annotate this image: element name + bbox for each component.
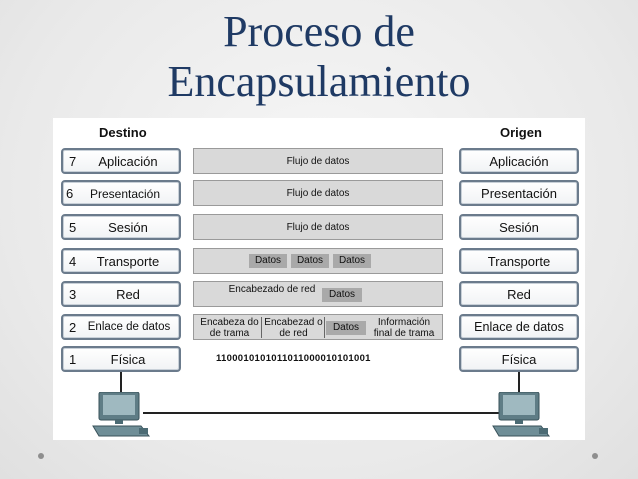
layer-label: Transporte bbox=[96, 254, 160, 269]
layer-label: Sesión bbox=[108, 220, 148, 235]
origin-layer-7: Aplicación bbox=[459, 148, 579, 174]
flow-label: Flujo de datos bbox=[286, 156, 350, 167]
destination-layer-4: 4 Transporte bbox=[61, 248, 181, 274]
osi-encapsulation-diagram: Destino Origen 7 Aplicación 6 Presentaci… bbox=[53, 118, 585, 440]
destination-layer-7: 7 Aplicación bbox=[61, 148, 181, 174]
frame-trailer: Información final de trama bbox=[373, 317, 435, 339]
layer-label: Física bbox=[501, 352, 537, 367]
session-data-flow: Flujo de datos bbox=[193, 214, 443, 240]
destination-layer-6: 6 Presentación bbox=[61, 180, 181, 206]
bit-stream: 1100010101011011000010101001 bbox=[216, 353, 371, 364]
segment-data: Datos bbox=[249, 254, 287, 268]
network-cable-line bbox=[143, 412, 503, 414]
network-packet-band: Encabezado de red Datos bbox=[193, 281, 443, 307]
slide-right-dot bbox=[592, 453, 598, 459]
layer-number: 5 bbox=[69, 220, 77, 235]
destination-layer-2: 2 Enlace de datos bbox=[61, 314, 181, 340]
origin-header: Origen bbox=[500, 125, 542, 140]
layer-label: Enlace de datos bbox=[87, 321, 171, 333]
origin-connector-line bbox=[518, 372, 520, 398]
layer-label: Sesión bbox=[499, 220, 539, 235]
layer-number: 3 bbox=[69, 287, 77, 302]
slide-title-line-2: Encapsulamiento bbox=[167, 57, 471, 106]
layer-label: Aplicación bbox=[98, 154, 158, 169]
segment-data: Datos bbox=[291, 254, 329, 268]
layer-number: 2 bbox=[69, 320, 77, 335]
frame-network-header: Encabezad o de red bbox=[263, 317, 325, 339]
layer-label: Presentación bbox=[481, 186, 557, 201]
destination-computer-icon bbox=[92, 392, 151, 437]
origin-layer-5: Sesión bbox=[459, 214, 579, 240]
frame-header: Encabeza do de trama bbox=[198, 317, 262, 339]
frame-band: Encabeza do de trama Encabezad o de red … bbox=[193, 314, 443, 340]
network-data: Datos bbox=[322, 288, 362, 302]
layer-number: 1 bbox=[69, 352, 77, 367]
origin-layer-3: Red bbox=[459, 281, 579, 307]
layer-number: 7 bbox=[69, 154, 77, 169]
transport-segments-band: Datos Datos Datos bbox=[193, 248, 443, 274]
destination-header: Destino bbox=[99, 125, 147, 140]
origin-layer-6: Presentación bbox=[459, 180, 579, 206]
layer-label: Red bbox=[116, 287, 140, 302]
destination-layer-5: 5 Sesión bbox=[61, 214, 181, 240]
destination-layer-3: 3 Red bbox=[61, 281, 181, 307]
destination-layer-1: 1 Física bbox=[61, 346, 181, 372]
layer-number: 4 bbox=[69, 254, 77, 269]
origin-layer-2: Enlace de datos bbox=[459, 314, 579, 340]
flow-label: Flujo de datos bbox=[286, 222, 350, 233]
layer-label: Presentación bbox=[89, 187, 161, 201]
slide-left-dot bbox=[38, 453, 44, 459]
origin-layer-4: Transporte bbox=[459, 248, 579, 274]
flow-label: Flujo de datos bbox=[286, 188, 350, 199]
app-data-flow: Flujo de datos bbox=[193, 148, 443, 174]
layer-label: Física bbox=[110, 352, 146, 367]
layer-number: 6 bbox=[66, 186, 74, 201]
layer-label: Transporte bbox=[487, 254, 551, 269]
presentation-data-flow: Flujo de datos bbox=[193, 180, 443, 206]
origin-computer-icon bbox=[492, 392, 551, 437]
network-header: Encabezado de red bbox=[228, 284, 316, 295]
slide-title-line-1: Proceso de bbox=[223, 7, 415, 56]
layer-label: Red bbox=[507, 287, 531, 302]
destination-connector-line bbox=[120, 372, 122, 398]
frame-data: Datos bbox=[326, 321, 366, 335]
origin-layer-1: Física bbox=[459, 346, 579, 372]
layer-label: Aplicación bbox=[489, 154, 549, 169]
layer-label: Enlace de datos bbox=[474, 320, 564, 334]
segment-data: Datos bbox=[333, 254, 371, 268]
